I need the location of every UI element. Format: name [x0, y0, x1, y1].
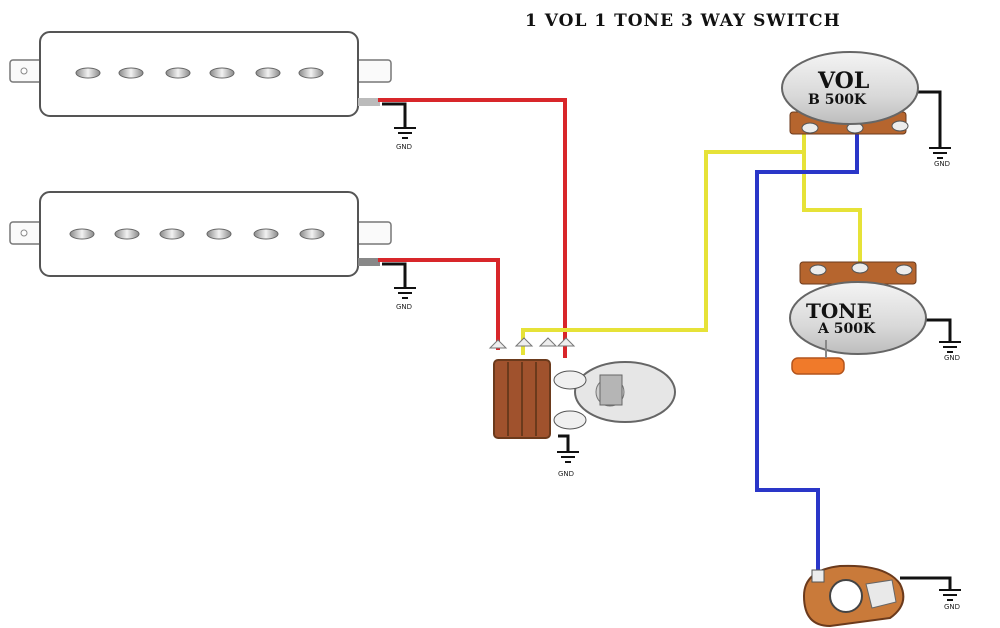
- ground-symbol-vol: [929, 147, 951, 159]
- diagram-title: 1 VOL 1 TONE 3 WAY SWITCH: [525, 11, 841, 31]
- ground-label-jack: GND: [944, 603, 960, 611]
- tone-pot: TONE A 500K: [789, 261, 927, 355]
- ground-label-vol: GND: [934, 160, 950, 168]
- ground-label-bridge: GND: [396, 303, 412, 311]
- three-way-switch: [488, 337, 676, 439]
- ground-symbol-jack: [939, 589, 961, 601]
- neck-pickup-poles: [75, 67, 324, 79]
- ground-label-neck: GND: [396, 143, 412, 151]
- bridge-pickup: [9, 191, 392, 277]
- output-jack: [802, 564, 905, 628]
- vol-pot-value: B 500K: [808, 92, 867, 108]
- ground-symbol-tone: [939, 341, 961, 353]
- bridge-hot-wire: [378, 258, 500, 350]
- bridge-pickup-poles: [69, 228, 325, 240]
- ground-symbol-neck: [394, 127, 416, 139]
- tone-capacitor: [791, 357, 845, 375]
- neck-hot-wire: [378, 98, 567, 358]
- tone-pot-value: A 500K: [817, 321, 876, 337]
- vol-to-jack-wire: [755, 130, 859, 572]
- tone-pot-name: TONE: [806, 299, 872, 323]
- ground-label-switch: GND: [558, 470, 574, 478]
- ground-symbol-switch: [557, 451, 579, 463]
- vol-to-tone-wire: [802, 132, 862, 270]
- ground-symbol-bridge: [394, 287, 416, 299]
- vol-pot-name: VOL: [817, 68, 869, 94]
- volume-pot: VOL B 500K: [781, 51, 919, 135]
- ground-label-tone: GND: [944, 354, 960, 362]
- neck-pickup: [9, 31, 392, 117]
